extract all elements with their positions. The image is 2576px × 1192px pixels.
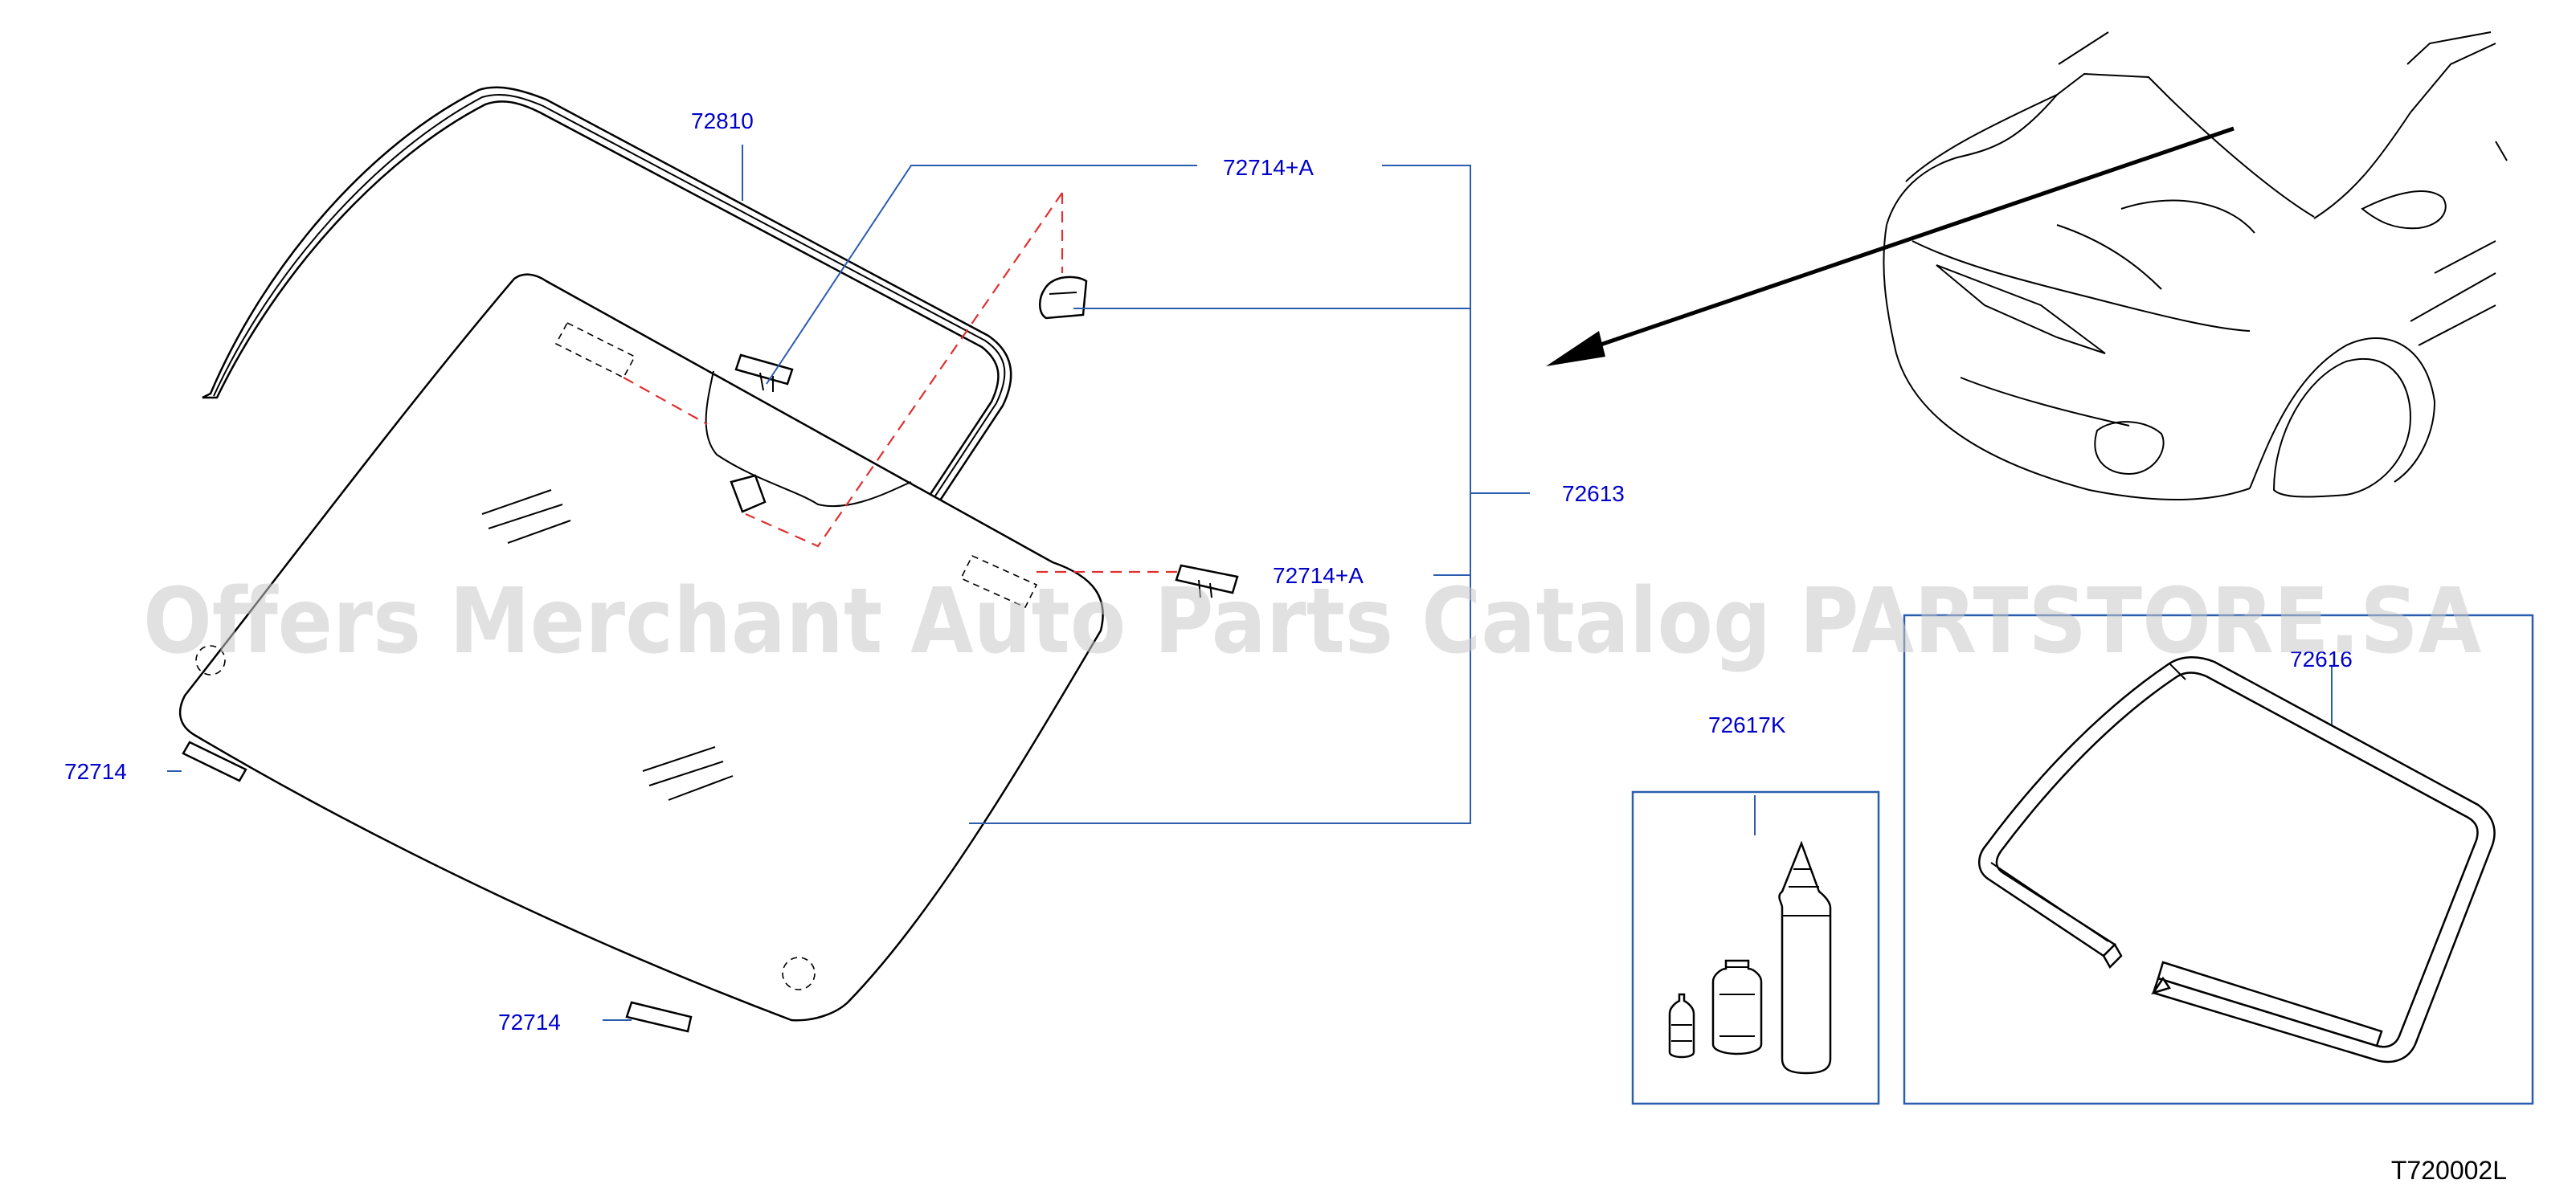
windshield-glass[interactable] [178,273,1104,1022]
clip-top-right[interactable] [1039,276,1088,320]
diagram-code: T720002L [2391,1156,2507,1185]
callout-72714-a-mid: 72714+A [1273,563,1364,588]
spacer-bottom[interactable] [625,1001,693,1033]
clip-mid[interactable] [1175,564,1239,598]
callout-72714-a-top: 72714+A [1223,155,1314,180]
assembly-guide-lines [623,192,1188,574]
spacer-left[interactable] [182,741,247,782]
watermark-text: Offers Merchant Auto Parts Catalog PARTS… [143,569,2481,674]
callout-72714-left: 72714 [64,759,127,784]
view-direction-arrow [1546,126,2235,366]
sealant-kit-box[interactable] [1631,790,1880,1105]
clip-top-left[interactable] [734,353,794,392]
callout-72613: 72613 [1562,481,1625,506]
callout-72714-bottom: 72714 [498,1010,561,1035]
vehicle-front-view [1883,31,2508,500]
callout-72616: 72616 [2290,647,2353,672]
callout-72810: 72810 [691,108,754,133]
callout-72617k: 72617K [1708,712,1786,737]
dam-rubber-box[interactable] [1903,614,2534,1105]
